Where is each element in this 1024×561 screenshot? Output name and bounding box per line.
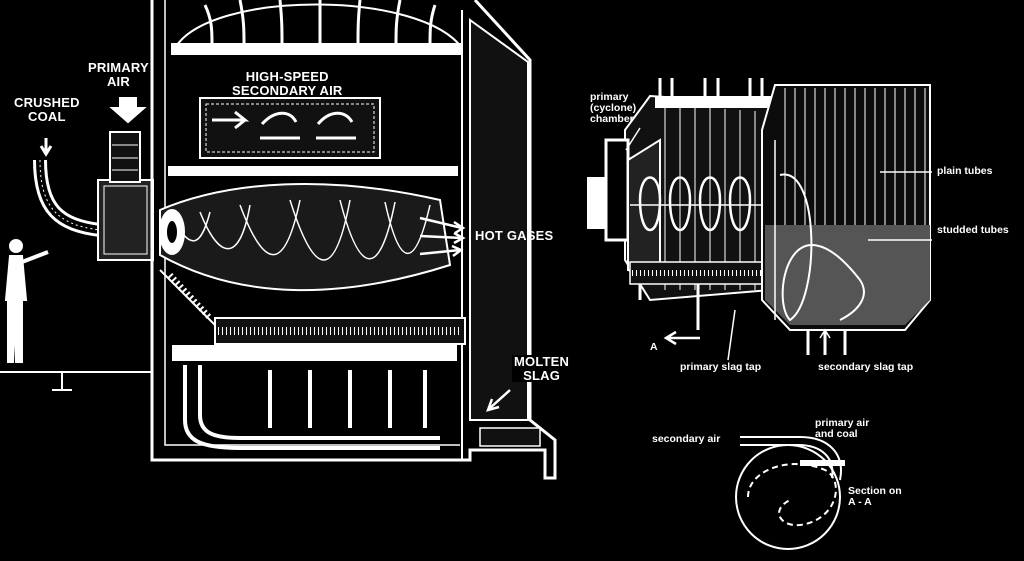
upper-header bbox=[171, 43, 463, 55]
primary-air-coal-inlet bbox=[800, 460, 845, 466]
label-section-on-a-a: Section on A - A bbox=[848, 485, 902, 509]
furnace-casing bbox=[150, 0, 557, 480]
cyclone-tube-grid bbox=[664, 105, 756, 290]
label-hot-gases: HOT GASES bbox=[475, 228, 554, 243]
burner-body bbox=[97, 179, 154, 261]
label-primary-slag-tap: primary slag tap bbox=[680, 361, 762, 373]
section-a-a-drawing bbox=[735, 436, 845, 550]
section-inner-swirl bbox=[747, 463, 837, 527]
furnace-side-panel bbox=[469, 18, 529, 421]
water-wall-tubes bbox=[183, 365, 440, 450]
flame-swirls bbox=[169, 199, 431, 261]
coal-arrow bbox=[39, 138, 53, 157]
secondary-air-swirl-arrows bbox=[212, 110, 356, 140]
label-crushed-coal: CRUSHED COAL bbox=[14, 95, 80, 124]
label-primary-air: PRIMARY AIR bbox=[88, 60, 149, 89]
primary-air-arrow bbox=[109, 97, 147, 124]
label-plain-tubes: plain tubes bbox=[937, 165, 993, 177]
hot-gas-arrows bbox=[419, 216, 466, 257]
primary-air-inlet bbox=[109, 131, 141, 183]
label-secondary-air: secondary air bbox=[652, 433, 721, 445]
dome-tubes bbox=[203, 0, 437, 45]
cyclone-top-header bbox=[655, 96, 773, 108]
lower-header bbox=[168, 166, 458, 176]
plain-tube-lines bbox=[784, 88, 926, 225]
cyclone-swirl-coil bbox=[638, 176, 752, 232]
cyclone-flame-barrel bbox=[159, 183, 452, 292]
label-primary-cyclone-chamber: primary (cyclone) chamber bbox=[590, 91, 637, 126]
label-section-marker-a: A bbox=[650, 341, 658, 353]
cyclone-top-nozzles bbox=[658, 78, 764, 96]
slag-tank bbox=[479, 427, 541, 447]
label-primary-air-and-coal: primary air and coal bbox=[815, 417, 870, 441]
human-figure bbox=[4, 239, 49, 363]
label-high-speed-secondary-air: HIGH-SPEED SECONDARY AIR bbox=[228, 70, 347, 98]
slag-hopper-top bbox=[214, 317, 466, 345]
label-secondary-slag-tap: secondary slag tap bbox=[818, 361, 914, 373]
label-studded-tubes: studded tubes bbox=[937, 224, 1009, 236]
section-a-arrow bbox=[663, 330, 700, 346]
furnace-gas-path bbox=[779, 173, 865, 322]
slag-header bbox=[172, 345, 457, 361]
label-molten-slag: MOLTEN SLAG bbox=[512, 354, 572, 383]
furnace-dome bbox=[174, 3, 463, 49]
studded-tube-zone bbox=[765, 225, 930, 325]
secondary-air-duct bbox=[199, 97, 381, 159]
molten-slag-arrow bbox=[486, 389, 511, 412]
